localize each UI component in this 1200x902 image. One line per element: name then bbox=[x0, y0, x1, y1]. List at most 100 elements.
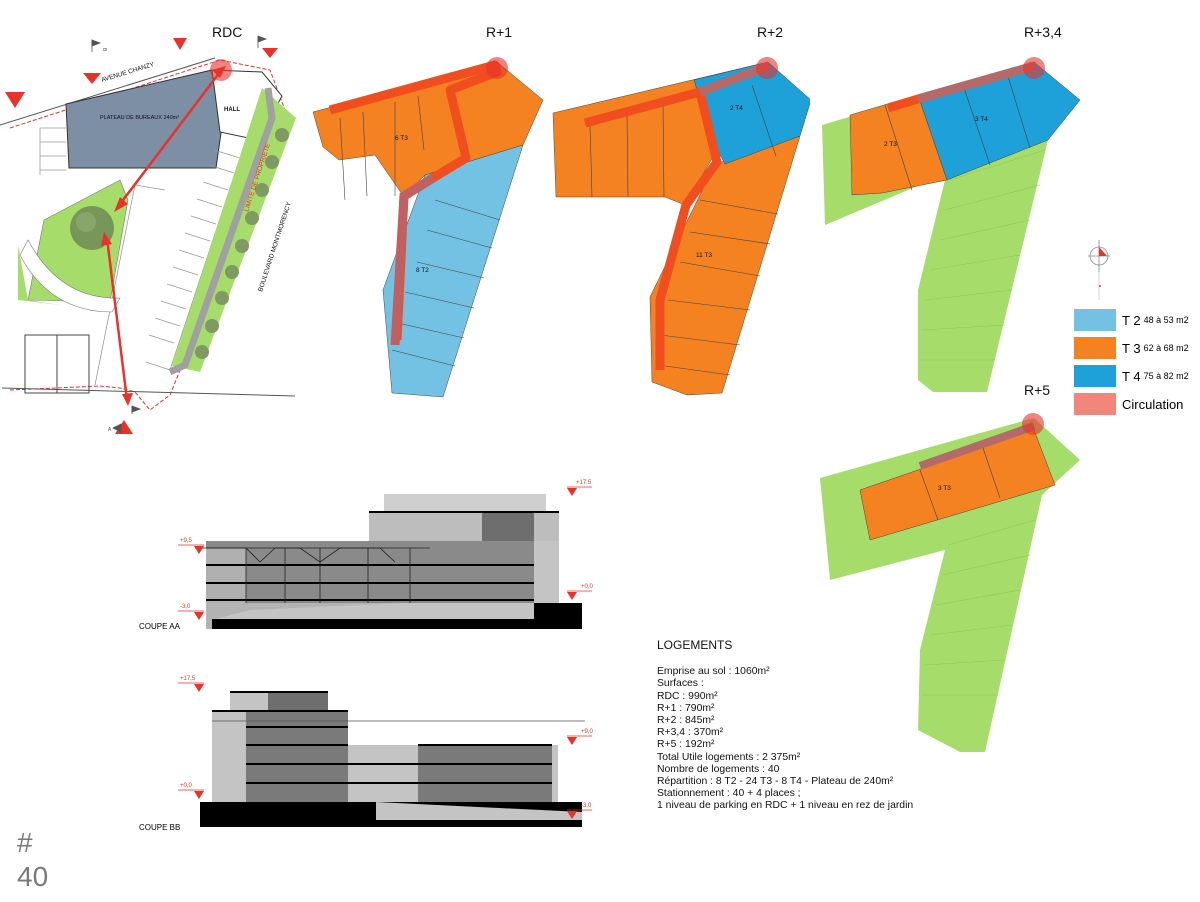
site-plan: PLATEAU DE BUREAUX 240m² HALL bbox=[0, 35, 296, 434]
r1-title: R+1 bbox=[486, 24, 513, 40]
aa-facade-lines bbox=[195, 547, 430, 603]
r5-circulation bbox=[918, 422, 1036, 470]
slide-number-value: 40 bbox=[17, 861, 49, 892]
summary-line: Nombre de logements : 40 bbox=[657, 763, 780, 775]
aa-level-neg: -3,0 bbox=[180, 604, 191, 610]
legend-range-t2: 48 à 53 m2 bbox=[1143, 315, 1189, 325]
legend-range-t4: 75 à 82 m2 bbox=[1143, 371, 1189, 381]
legend-item-circulation: Circulation bbox=[1074, 392, 1194, 416]
garage-boxes bbox=[24, 334, 90, 394]
r1-t2-block bbox=[382, 144, 524, 398]
aa-level-mid: +9,5 bbox=[180, 538, 193, 544]
legend-swatch-t3 bbox=[1074, 337, 1116, 359]
unit-type-legend: T 2 48 à 53 m2 T 3 62 à 68 m2 T 4 75 à 8… bbox=[1074, 308, 1194, 420]
core-marker bbox=[210, 59, 232, 81]
bb-level-right-top: +9,0 bbox=[581, 729, 594, 735]
legend-item-t4: T 4 75 à 82 m2 bbox=[1074, 364, 1194, 388]
garden-corner bbox=[18, 245, 60, 305]
aa-ground-slab bbox=[212, 619, 582, 629]
tree-canopy bbox=[76, 212, 96, 232]
summary-line: Emprise au sol : 1060m² bbox=[657, 666, 770, 678]
legend-range-t3: 62 à 68 m2 bbox=[1143, 343, 1189, 353]
street-trees bbox=[195, 128, 289, 359]
r5-unit-lines bbox=[919, 447, 1001, 521]
bb-top-dark bbox=[268, 692, 328, 711]
r34-label-t4: 3 T4 bbox=[975, 116, 988, 123]
r34-title: R+3,4 bbox=[1024, 24, 1062, 40]
bb-tower-dark bbox=[246, 711, 348, 802]
floor-plan-r2: 2 T4 11 T3 bbox=[552, 57, 810, 396]
summary-heading: LOGEMENTS bbox=[657, 638, 733, 652]
boulevard-label: BOULEVARD MONTMORENCY bbox=[257, 201, 293, 293]
r2-core bbox=[756, 57, 778, 79]
bb-level-zero: +0,0 bbox=[180, 783, 193, 789]
r34-unit-lines bbox=[884, 69, 1031, 191]
office-label: PLATEAU DE BUREAUX 240m² bbox=[100, 115, 179, 121]
aa-level-top: +17,5 bbox=[576, 480, 592, 486]
bb-floor-lines bbox=[212, 691, 552, 784]
aa-left-light bbox=[206, 548, 246, 603]
section-marker-b: B bbox=[101, 48, 107, 52]
legend-item-t2: T 2 48 à 53 m2 bbox=[1074, 308, 1194, 332]
north-arrow-icon bbox=[1088, 240, 1110, 300]
r34-core bbox=[1023, 57, 1045, 79]
legend-item-t3: T 3 62 à 68 m2 bbox=[1074, 336, 1194, 360]
slide-hash: # bbox=[17, 827, 33, 858]
slide-number: # 40 bbox=[17, 826, 48, 894]
r1-label-t3: 6 T3 bbox=[395, 135, 408, 142]
summary-line: Surfaces : bbox=[657, 678, 704, 690]
r34-green-texture bbox=[920, 149, 1046, 361]
section-markers bbox=[5, 38, 278, 434]
summary-line: R+5 : 192m² bbox=[657, 739, 715, 751]
bb-low-dark bbox=[418, 745, 552, 802]
bb-level-markers bbox=[178, 682, 592, 819]
section-bb: +17,5 +9,0 +0,0 -3,0 bbox=[178, 676, 594, 827]
r2-label-t4: 2 T4 bbox=[730, 105, 743, 112]
bb-level-top: +17,5 bbox=[180, 676, 196, 682]
floor-plan-r1: 6 T3 8 T2 bbox=[312, 57, 544, 398]
summary-line: 1 niveau de parking en RDC + 1 niveau en… bbox=[657, 800, 914, 812]
aa-upper-dark bbox=[482, 511, 534, 541]
aa-floor-lines bbox=[206, 511, 559, 601]
summary-line: Répartition : 8 T2 - 24 T3 - 8 T4 - Plat… bbox=[657, 776, 894, 788]
r5-title: R+5 bbox=[1024, 382, 1051, 398]
r1-label-t2: 8 T2 bbox=[416, 267, 429, 274]
legend-label-circulation: Circulation bbox=[1122, 396, 1184, 412]
bb-level-neg: -3,0 bbox=[581, 803, 592, 809]
aa-right-light bbox=[534, 541, 559, 603]
legend-swatch-circulation bbox=[1074, 393, 1116, 415]
r34-circulation bbox=[886, 94, 920, 113]
r2-label-t3: 11 T3 bbox=[696, 252, 712, 259]
section-marker-a: A bbox=[108, 427, 112, 433]
access-ramp bbox=[168, 87, 276, 376]
hall-label: HALL bbox=[224, 107, 240, 113]
r5-label-t3: 3 T3 bbox=[938, 485, 951, 492]
r5-core bbox=[1022, 413, 1044, 435]
r1-corridor bbox=[390, 174, 436, 346]
r34-label-t3: 2 T3 bbox=[884, 141, 897, 148]
summary-line: R+3,4 : 370m² bbox=[657, 727, 724, 739]
floor-plan-r5: 3 T3 bbox=[820, 413, 1080, 752]
r1-core bbox=[486, 57, 508, 79]
r1-unit-lines bbox=[339, 95, 501, 367]
parking-spaces-left bbox=[39, 127, 66, 175]
street-line bbox=[1, 387, 296, 397]
summary-line: R+2 : 845m² bbox=[657, 715, 715, 727]
legend-label-t4: T 4 bbox=[1122, 368, 1141, 384]
r2-circulation bbox=[583, 87, 722, 370]
section-aa: +17,5 +9,5 +0,0 -3,0 bbox=[178, 480, 594, 629]
parking-spaces-center bbox=[94, 149, 241, 386]
rdc-title: RDC bbox=[212, 24, 243, 40]
office-plateau bbox=[65, 69, 226, 169]
legend-label-t3: T 3 bbox=[1122, 340, 1141, 356]
housing-summary: LOGEMENTS Emprise au sol : 1060m² Surfac… bbox=[657, 639, 977, 813]
flag-icons bbox=[91, 35, 268, 434]
property-limit-line bbox=[9, 59, 286, 411]
floor-plan-r34: 2 T3 3 T4 bbox=[822, 57, 1081, 392]
summary-line: Stationnement : 40 + 4 places ; bbox=[657, 788, 801, 800]
avenue-label: AVENUE CHANZY bbox=[101, 61, 156, 84]
bb-ramp bbox=[376, 802, 582, 820]
r34-corridor bbox=[916, 61, 1036, 104]
section-aa-label: COUPE AA bbox=[139, 622, 180, 631]
summary-line: Total Utile logements : 2 375m² bbox=[657, 751, 801, 763]
